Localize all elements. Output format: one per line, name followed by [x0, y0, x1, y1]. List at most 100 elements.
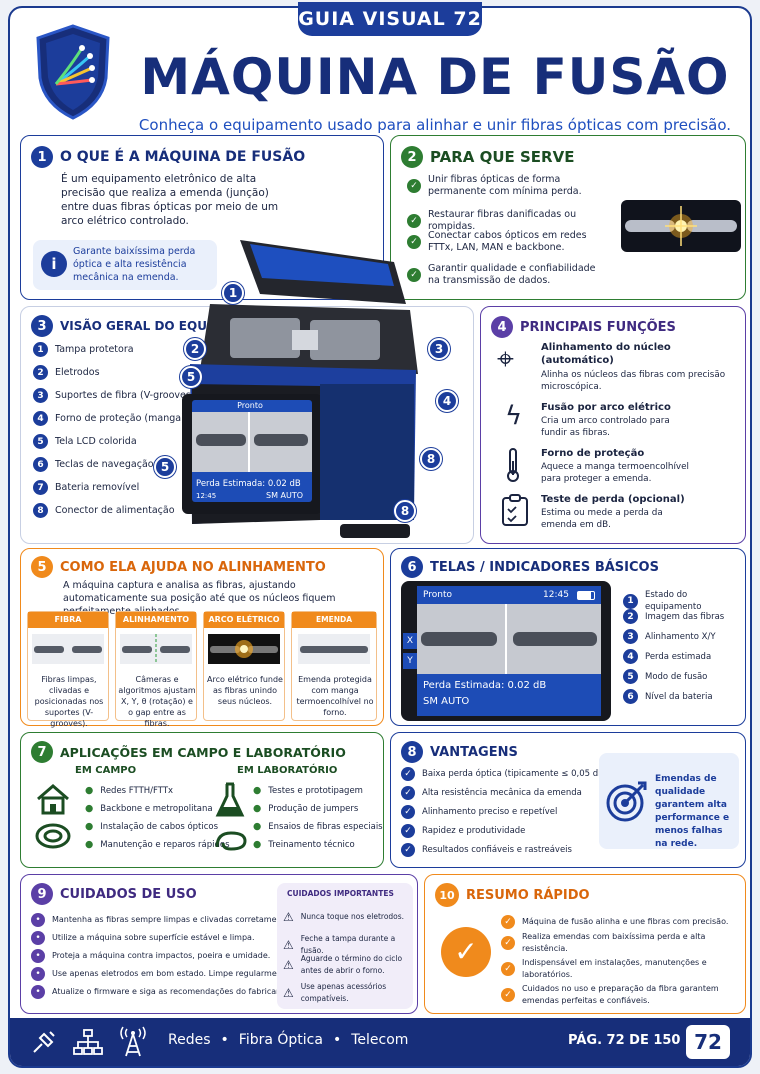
footer-topic: Fibra Óptica [238, 1032, 323, 1048]
list-item: ✓Restaurar fibras danificadas ou rompida… [407, 209, 617, 233]
check-icon: ✓ [401, 805, 415, 819]
advantage-note: Emendas de qualidade garantem alta perfo… [599, 753, 739, 849]
check-icon: ✓ [501, 988, 515, 1002]
check-icon: ✓ [407, 235, 421, 249]
screen-mode: SM AUTO [423, 696, 470, 707]
footer-bar: Redes • Fibra Óptica • Telecom PÁG. 72 D… [10, 1018, 750, 1066]
step-desc: Arco elétrico funde as fibras unindo seu… [207, 675, 283, 706]
list-item: ●Produção de jumpers [253, 803, 359, 814]
section-number: 5 [31, 556, 53, 578]
function-title: Fusão por arco elétrico [541, 402, 671, 413]
section-title: PARA QUE SERVE [430, 148, 575, 166]
check-icon: ✓ [501, 915, 515, 929]
callout-marker: 3 [428, 338, 450, 360]
list-item: ✓Resultados confiáveis e rastreáveis [401, 843, 572, 857]
lightning-icon: ϟ [505, 401, 523, 431]
fusion-spark-image [621, 200, 741, 252]
important-care-box: CUIDADOS IMPORTANTES ⚠Nunca toque nos el… [277, 883, 413, 1009]
arc-image [208, 634, 280, 664]
check-icon: ✓ [401, 767, 415, 781]
care-icon: • [31, 985, 45, 999]
callout-marker: 8 [420, 448, 442, 470]
fiber-connector-icon [33, 1031, 55, 1053]
list-item: ✓Máquina de fusão alinha e une fibras co… [501, 915, 737, 929]
list-item: •Utilize a máquina sobre superfície está… [31, 931, 255, 945]
screen-y-label: Y [403, 653, 417, 669]
lab-heading: EM LABORATÓRIO [237, 765, 338, 776]
list-item: ✓Unir fibras ópticas de forma permanente… [407, 174, 607, 198]
network-icon [73, 1029, 103, 1055]
machine-screen-status: Pronto [237, 401, 263, 410]
target-icon [606, 781, 647, 822]
antenna-tower-icon [120, 1026, 146, 1057]
function-desc: Estima ou mede a perda da emenda em dB. [541, 508, 663, 530]
guide-badge: GUIA VISUAL 72 [298, 2, 482, 36]
page-title: MÁQUINA DE FUSÃO [140, 48, 730, 106]
check-icon: ✓ [501, 936, 515, 950]
check-icon: ✓ [407, 214, 421, 228]
list-item: ⚠Aguarde o término do ciclo antes de abr… [283, 954, 403, 975]
page-number-badge: 72 [686, 1025, 730, 1059]
list-item: ✓Rapidez e produtividade [401, 824, 525, 838]
list-item: ●Treinamento técnico [253, 839, 355, 850]
section-title: O QUE É A MÁQUINA DE FUSÃO [60, 149, 306, 165]
list-item: ✓Alinhamento preciso e repetível [401, 805, 557, 819]
info-text: Garante baixíssima perda óptica e alta r… [73, 246, 196, 283]
fiber-image [32, 634, 104, 664]
function-title: Teste de perda (opcional) [541, 494, 685, 505]
machine-screen-time: 12:45 [196, 492, 216, 500]
footer-topic: Redes [168, 1032, 211, 1048]
callout-marker: 2 [184, 338, 206, 360]
list-item: ⚠Feche a tampa durante a fusão. [283, 934, 396, 955]
callout-marker: 5 [154, 456, 176, 478]
list-item: ●Backbone e metropolitana [85, 803, 213, 814]
step-card: EMENDA CONCLUÍDA Emenda protegida com ma… [291, 611, 377, 721]
section-title: RESUMO RÁPIDO [466, 887, 590, 903]
page: GUIA VISUAL 72 MÁQUINA DE FUSÃO Conheça … [8, 2, 752, 1068]
function-title: Forno de proteção [541, 448, 645, 459]
section-number: 4 [491, 316, 513, 338]
section-title: APLICAÇÕES EM CAMPO E LABORATÓRIO [60, 744, 346, 760]
step-desc: Emenda protegida com manga termoencolhív… [296, 675, 374, 717]
step-card: FIBRA PREPARADA Fibras limpas, clivadas … [27, 611, 109, 728]
care-icon: • [31, 913, 45, 927]
fiber-image [120, 634, 192, 664]
list-item: ✓Baixa perda óptica (tipicamente ≤ 0,05 … [401, 767, 607, 781]
section-number: 10 [435, 883, 459, 907]
list-item: •Proteja a máquina contra impactos, poei… [31, 949, 270, 963]
section-number: 8 [401, 741, 423, 763]
section-title: PRINCIPAIS FUNÇÕES [520, 319, 676, 335]
function-desc: Cria um arco controlado para fundir as f… [541, 416, 670, 438]
section-main-functions: 4 PRINCIPAIS FUNÇÕES ⌖ Alinhamento do núc… [480, 306, 746, 544]
list-item: ✓Indispensável em instalações, manutençõ… [501, 957, 737, 981]
step-heading: EMENDA CONCLUÍDA [292, 612, 376, 640]
list-item: ⚠Use apenas acessórios compatíveis. [283, 982, 387, 1003]
screen-x-label: X [403, 633, 417, 649]
screen-time: 12:45 [543, 590, 569, 600]
big-check-icon: ✓ [441, 927, 491, 977]
section-number: 9 [31, 883, 53, 905]
step-desc: Fibras limpas, clivadas e posicionadas n… [34, 675, 104, 728]
function-title: Alinhamento do núcleo (automático) [541, 342, 671, 366]
page-subtitle: Conheça o equipamento usado para alinhar… [138, 116, 732, 134]
section-number: 7 [31, 741, 53, 763]
section-title: TELAS / INDICADORES BÁSICOS [430, 559, 659, 575]
list-item: •Atualize o firmware e siga as recomenda… [31, 985, 292, 999]
fiber-image [298, 634, 370, 664]
warning-icon: ⚠ [283, 938, 294, 952]
step-desc: Câmeras e algoritmos ajustam X, Y, θ (ro… [118, 675, 196, 728]
flask-icon [215, 782, 245, 817]
crosshair-icon: ⌖ [497, 342, 514, 377]
function-desc: Alinha os núcleos das fibras com precisã… [541, 370, 726, 392]
fusion-splicer-machine-image: Pronto Perda Estimada: 0.02 dB 12:45 SM … [182, 240, 418, 538]
